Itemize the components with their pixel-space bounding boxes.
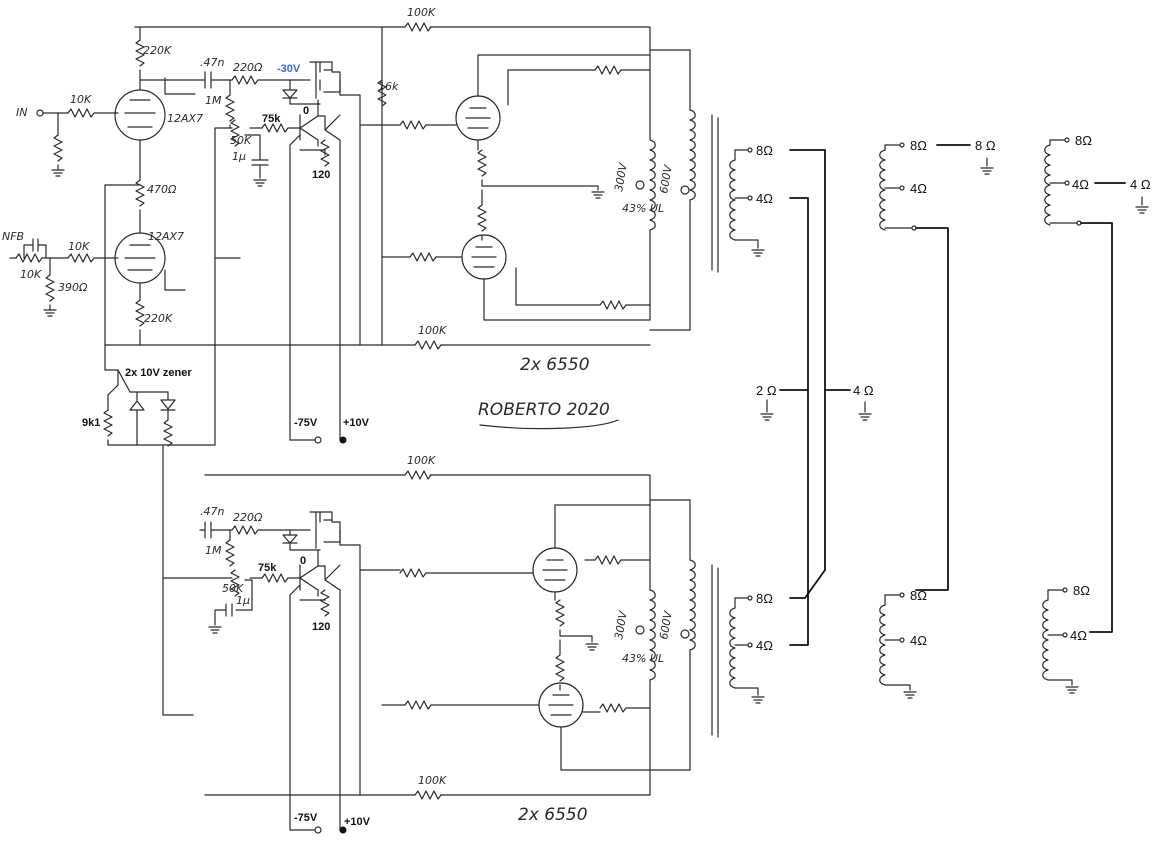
neg-supply-label-2: -75V: [294, 812, 318, 824]
zener-resistor-label: 9k1: [82, 417, 100, 429]
output-4-ohm-label: 4 Ω: [853, 383, 874, 398]
tap-8-label: 8Ω: [756, 143, 773, 158]
output-tubes-label-2: 2x 6550: [518, 805, 588, 825]
zero-volt-label-2: 0: [300, 555, 306, 567]
grid-resistor-label: 1M: [205, 94, 222, 107]
cfg4-tap4-label-2: 4Ω: [1070, 628, 1087, 643]
tail-resistor-label: 220K: [144, 312, 173, 325]
upper-channel: 100K IN 10K 12AX7 220K .47n 220Ω -30V 1M: [2, 6, 826, 716]
cfg8-tap8-label: 8Ω: [910, 138, 927, 153]
tube-6550-d: [538, 682, 584, 728]
grid-resistor-label-2: 1M: [205, 544, 222, 557]
ul-label-2: 43% UL: [622, 652, 664, 665]
zero-volt-label: 0: [303, 105, 309, 117]
input-jack[interactable]: [36, 109, 44, 117]
bias-pot-label: 50K: [230, 134, 252, 147]
cfg4-tap4-label: 4Ω: [1072, 177, 1089, 192]
feedback-resistor-label-2: 100K: [418, 324, 447, 337]
cathode-resistor-label: 470Ω: [147, 183, 177, 196]
coupling-cap-label-2: .47n: [200, 505, 224, 518]
feedback-resistor-label-4: 100K: [418, 774, 447, 787]
cfg8-tap4-label-2: 4Ω: [910, 633, 927, 648]
tube-6550-b: [461, 234, 507, 280]
output-2-ohm-label: 2 Ω: [756, 383, 777, 398]
transformer-voltage-label-2: 600V: [657, 609, 675, 641]
feedback-resistor-label: 100K: [407, 6, 436, 19]
tube-label-driver: 12AX7: [148, 230, 184, 243]
bias-cap-label: 1µ: [232, 150, 246, 163]
neg-supply-label: -75V: [294, 417, 318, 429]
ul-label: 43% UL: [622, 202, 664, 215]
output-config-8ohm: 8Ω 8 Ω 4Ω 8Ω 4Ω: [879, 138, 996, 699]
tap-4-label: 4Ω: [756, 191, 773, 206]
output-tubes-label: 2x 6550: [520, 355, 590, 375]
cfg4-output-label: 4 Ω: [1130, 177, 1151, 192]
input-resistor-label: 10K: [70, 93, 92, 106]
cfg4-tap8-label: 8Ω: [1075, 133, 1092, 148]
plate-voltage-label: 300V: [612, 161, 630, 193]
feedback-resistor-label-3: 100K: [407, 454, 436, 467]
lower-channel: 100K .47n 220Ω 1M 50K 1µ 75k 0 120 100K …: [162, 454, 773, 834]
cfg8-tap4-label: 4Ω: [910, 181, 927, 196]
nfb-resistor-label: 10K: [68, 240, 90, 253]
zener-label: 2x 10V zener: [125, 367, 192, 379]
transformer-voltage-label: 600V: [657, 163, 675, 195]
nfb-label: NFB: [2, 230, 24, 243]
plate-voltage-label-2: 300V: [612, 609, 630, 641]
signature: ROBERTO 2020: [478, 400, 610, 420]
cfg8-output-label: 8 Ω: [975, 138, 996, 153]
tube-label-input: 12AX7: [167, 112, 203, 125]
bias-voltage-label: -30V: [277, 63, 301, 75]
coupling-cap-label: .47n: [200, 56, 224, 69]
output-config-2ohm-4ohm: 2 Ω 4 Ω: [756, 383, 874, 421]
cfg8-tap8-label-2: 8Ω: [910, 588, 927, 603]
tube-6550-a: [455, 95, 501, 141]
pos-supply-label: +10V: [343, 417, 370, 429]
tap-8-label-2: 8Ω: [756, 591, 773, 606]
output-config-4ohm: 8Ω 4Ω 4 Ω 8Ω 4Ω: [1042, 133, 1151, 694]
tube-12ax7-input: [114, 89, 166, 141]
tube-6550-c: [532, 547, 578, 593]
bias-resistor-label-2: 75k: [258, 562, 277, 574]
bias-resistor-label: 75k: [262, 113, 281, 125]
bias-cap-label-2: 1µ: [236, 594, 250, 607]
input-label: IN: [16, 106, 27, 119]
source-resistor-label-2: 120: [312, 621, 330, 633]
nfb-ground-resistor-label: 390Ω: [58, 281, 88, 294]
grid-stopper-label-2: 220Ω: [233, 511, 263, 524]
pos-supply-label-2: +10V: [344, 816, 371, 828]
grid-stopper-label: 220Ω: [233, 61, 263, 74]
bias-pot-label-2: 50K: [222, 582, 244, 595]
nfb-shunt-label: 10K: [20, 268, 42, 281]
tap-4-label-2: 4Ω: [756, 638, 773, 653]
plate-resistor-label: 220K: [143, 44, 172, 57]
screen-resistor-label: 16k: [378, 80, 399, 93]
cfg4-tap8-label-2: 8Ω: [1073, 583, 1090, 598]
source-resistor-label: 120: [312, 169, 330, 181]
